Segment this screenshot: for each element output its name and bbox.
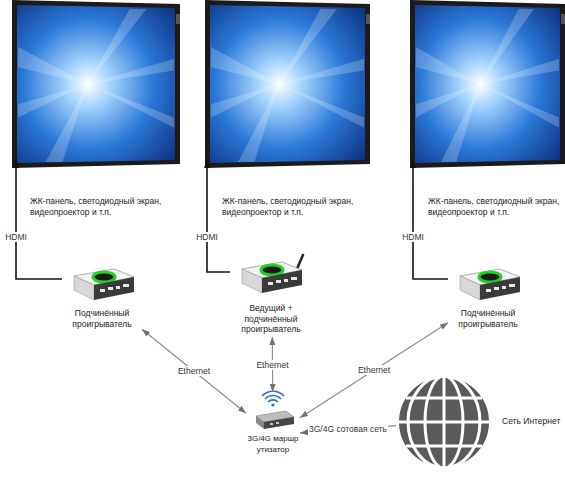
display-caption: ЖК-панель, светодиодный экран, видеопрое…: [428, 196, 565, 217]
node-label: 3G/4G маршрутизатор: [247, 434, 299, 455]
node-label: Сеть Интернет: [502, 416, 560, 427]
internet-node: Сеть Интернет: [396, 374, 492, 470]
internet-globe: [396, 374, 492, 470]
display-panel: ЖК-панель, светодиодный экран, видеопрое…: [205, 0, 370, 168]
router-node: 3G/4G маршрутизатор: [246, 392, 300, 478]
player-node: Ведущий + подчинённый проигрыватель: [230, 255, 314, 337]
router-icon: [246, 392, 300, 432]
media-player: [448, 262, 532, 308]
link-label: HDMI: [195, 232, 219, 242]
network-link: [142, 329, 246, 413]
link-label: 3G/4G сотовая сеть: [308, 424, 388, 434]
link-label: HDMI: [401, 232, 425, 242]
node-label: Подчинённый проигрыватель: [68, 308, 136, 329]
player-node: Подчинённый проигрыватель: [62, 262, 142, 332]
node-label: Подчинённый проигрыватель: [454, 308, 522, 329]
link-label: Ethernet: [357, 365, 391, 375]
hdmi-cable: [207, 160, 230, 272]
node-label: Ведущий + подчинённый проигрыватель: [238, 303, 304, 335]
display-screen: [410, 0, 565, 168]
hdmi-cable: [16, 160, 62, 279]
display-screen: [205, 0, 370, 168]
hdmi-cable: [413, 160, 448, 279]
display-panel: ЖК-панель, светодиодный экран, видеопрое…: [12, 0, 180, 168]
media-player: [230, 255, 314, 301]
display-caption: ЖК-панель, светодиодный экран, видеопрое…: [30, 196, 178, 217]
display-panel: ЖК-панель, светодиодный экран, видеопрое…: [410, 0, 565, 168]
network-link: [300, 323, 448, 418]
link-label: HDMI: [4, 232, 28, 242]
player-node: Подчинённый проигрыватель: [448, 262, 528, 332]
link-label: Ethernet: [255, 360, 289, 370]
media-player: [62, 262, 146, 308]
display-caption: ЖК-панель, светодиодный экран, видеопрое…: [222, 196, 370, 217]
link-label: Ethernet: [177, 366, 211, 376]
display-screen: [12, 0, 180, 168]
